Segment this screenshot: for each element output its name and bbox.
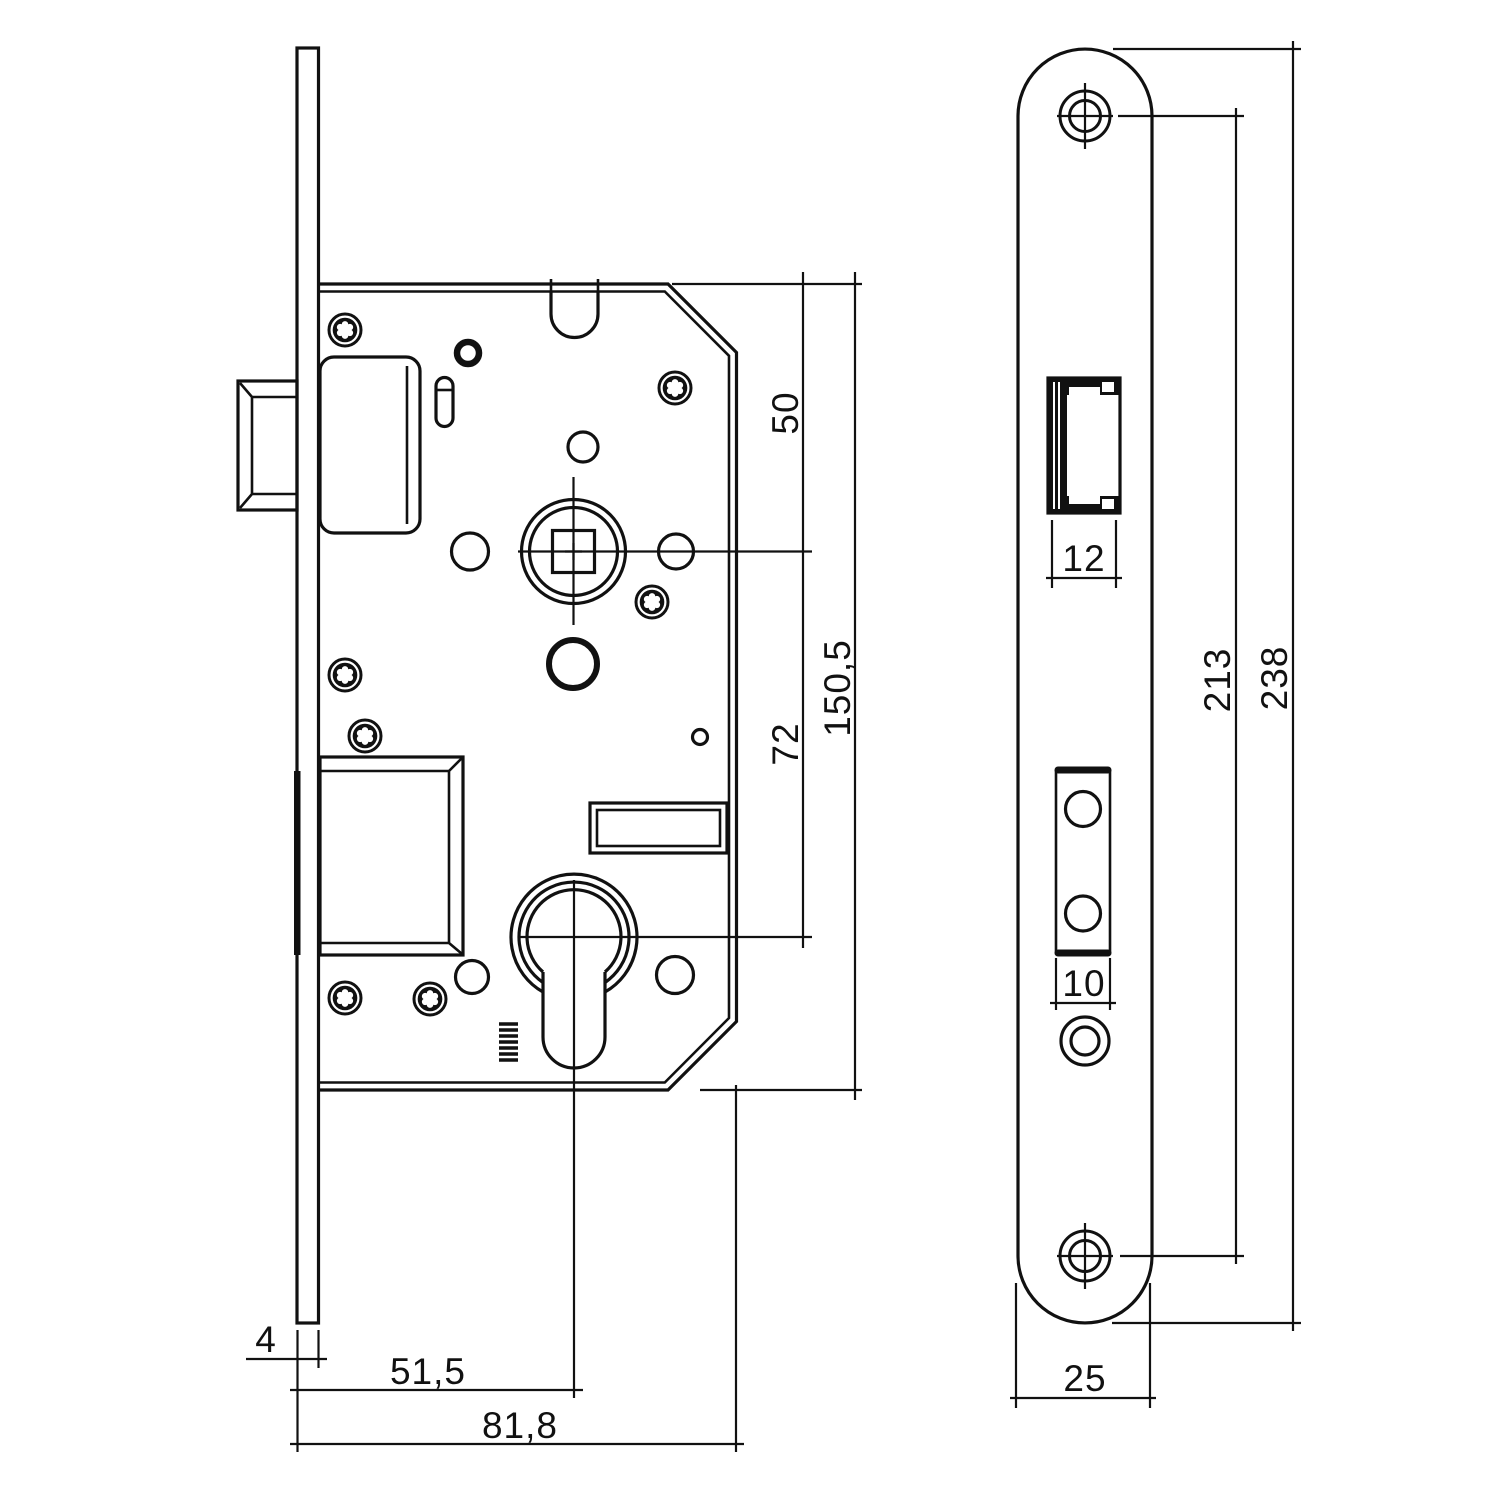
dimension-label: 12 — [1062, 538, 1105, 579]
dimension-label: 213 — [1197, 648, 1238, 713]
dimension-label: 72 — [765, 722, 806, 765]
adjuster-hatch — [499, 1022, 518, 1062]
torx-screw-icon — [634, 584, 670, 620]
dimension-81-8: 81,8 — [290, 1085, 744, 1452]
torx-screw-icon — [347, 718, 383, 754]
lock-case-outline — [320, 282, 739, 1092]
torx-screw-icon — [412, 981, 448, 1017]
dimension-label: 10 — [1062, 963, 1105, 1004]
pin-ring — [453, 338, 483, 368]
hole — [656, 532, 696, 571]
thick-ring-hole — [546, 637, 600, 691]
capsule-slot — [434, 375, 455, 429]
top-notch — [549, 279, 600, 340]
torx-screw-icon — [657, 370, 693, 406]
torx-screw-icon — [327, 312, 363, 348]
hole — [654, 954, 696, 996]
dimension-50: 50 — [672, 272, 862, 948]
spindle-follower — [518, 477, 812, 625]
dimension-51-5: 51,5 — [290, 1351, 583, 1392]
dimension-label: 150,5 — [817, 639, 858, 737]
front-view: 12 10 25 213 238 — [1010, 41, 1301, 1408]
torx-screw-icon — [327, 980, 363, 1016]
dimension-label: 4 — [255, 1319, 277, 1360]
dimension-12: 12 — [1046, 520, 1122, 588]
euro-cylinder-hole — [509, 872, 812, 1398]
dimension-238: 238 — [1112, 41, 1301, 1331]
dimension-label: 50 — [765, 391, 806, 434]
dimension-10: 10 — [1050, 958, 1116, 1010]
small-hole — [690, 727, 710, 747]
hole — [453, 958, 491, 996]
faceplate-side — [295, 46, 321, 1325]
dimension-label: 25 — [1063, 1358, 1106, 1399]
cylinder-pin-hole — [1059, 1015, 1111, 1067]
dimension-25: 25 — [1010, 1283, 1156, 1408]
stop-plate — [588, 801, 729, 855]
dimension-72: 72 — [765, 722, 806, 765]
deadbolt-cutout — [1054, 766, 1112, 957]
dimension-label: 238 — [1254, 646, 1295, 711]
dimension-label: 51,5 — [390, 1351, 466, 1392]
dimension-label: 81,8 — [482, 1405, 558, 1446]
hole — [566, 430, 600, 464]
dimension-213: 213 — [1118, 108, 1244, 1264]
dimension-150-5: 150,5 — [700, 272, 862, 1100]
side-view: 50 72 150,5 4 51,5 81,8 — [236, 46, 862, 1452]
hole — [449, 531, 491, 572]
latch-cutout — [1046, 376, 1122, 515]
torx-screw-icon — [327, 657, 363, 693]
